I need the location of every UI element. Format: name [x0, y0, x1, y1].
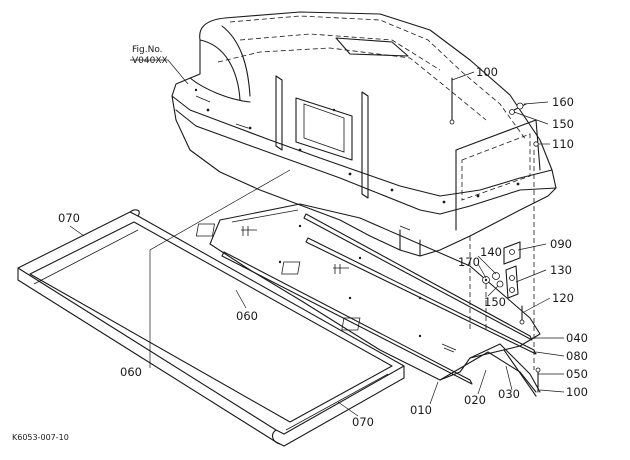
callout-100-top: 100: [476, 65, 498, 79]
callout-160: 160: [552, 95, 574, 109]
callout-120: 120: [552, 291, 574, 305]
callout-040: 040: [566, 331, 588, 345]
callout-130: 130: [550, 263, 572, 277]
callout-110: 110: [552, 137, 574, 151]
callout-100-bottom: 100: [566, 385, 588, 399]
callout-070-bottom: 070: [352, 415, 374, 429]
callout-060-lower: 060: [120, 365, 142, 379]
callout-020: 020: [464, 393, 486, 407]
engine-hood-assembly: [171, 11, 557, 257]
hardware-parts: [449, 77, 541, 393]
callout-150-top: 150: [552, 117, 574, 131]
callout-010: 010: [410, 403, 432, 417]
figure-reference: Fig.No. V040XX: [132, 45, 168, 66]
floor-mat-frame-070: [17, 209, 405, 447]
callout-080: 080: [566, 349, 588, 363]
callout-070-left: 070: [58, 211, 80, 225]
fig-no-label: Fig.No.: [132, 45, 163, 55]
callout-170: 170: [458, 255, 480, 269]
floor-plate-010: [195, 203, 541, 397]
fig-no-value: V040XX: [132, 56, 168, 66]
callout-060-upper: 060: [236, 309, 258, 323]
callout-leaders: [69, 59, 565, 417]
callout-labels: 100 160 150 110 090 140 170 130 150 120 …: [58, 65, 588, 429]
callout-150-mid: 150: [484, 295, 506, 309]
callout-140: 140: [480, 245, 502, 259]
callout-050: 050: [566, 367, 588, 381]
callout-090: 090: [550, 237, 572, 251]
drawing-code: K6053-007-10: [12, 433, 69, 442]
callout-030: 030: [498, 387, 520, 401]
